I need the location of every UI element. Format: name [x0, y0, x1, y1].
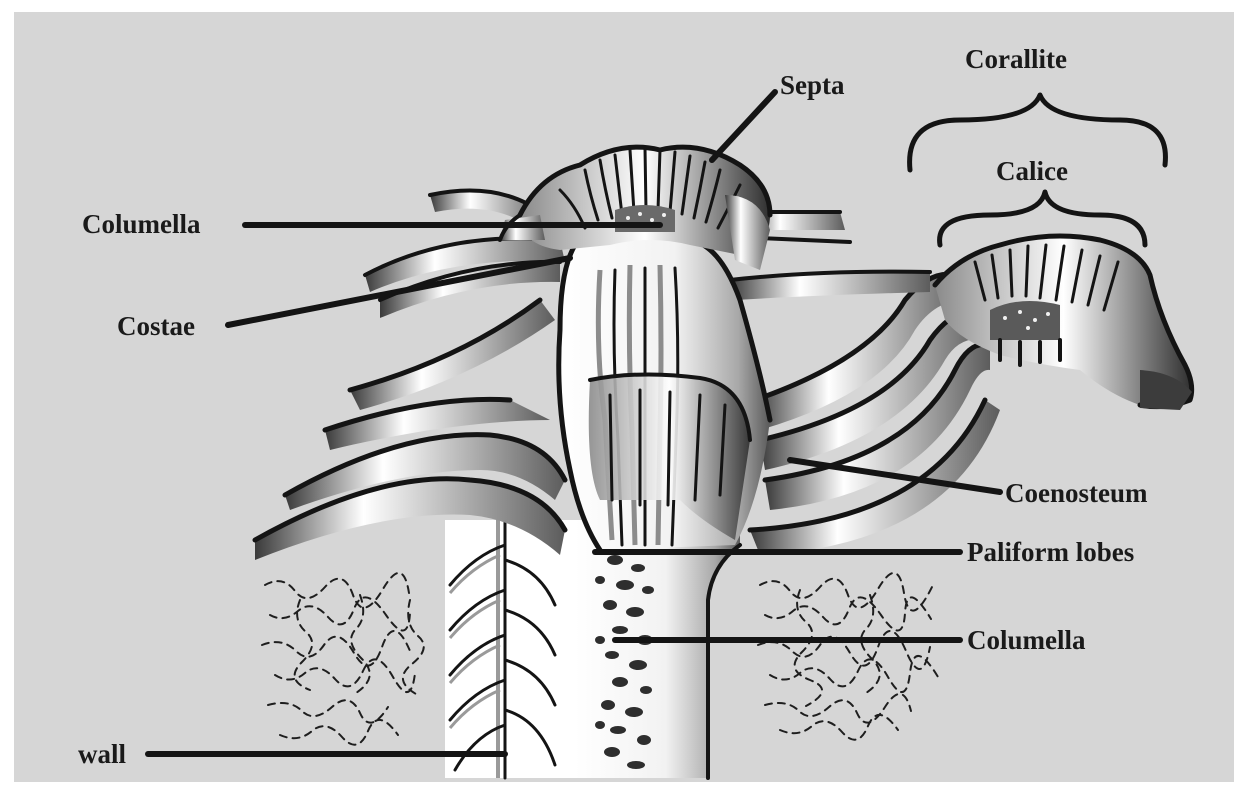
label-paliform-lobes: Paliform lobes [967, 537, 1134, 567]
label-wall: wall [78, 739, 127, 769]
label-corallite: Corallite [965, 44, 1067, 74]
label-coenosteum: Coenosteum [1005, 478, 1148, 508]
label-columella-top: Columella [82, 209, 201, 239]
label-columella-bottom: Columella [967, 625, 1086, 655]
corallite-wall [445, 515, 575, 778]
label-calice: Calice [996, 156, 1068, 186]
label-septa: Septa [780, 70, 845, 100]
label-costae: Costae [117, 311, 195, 341]
